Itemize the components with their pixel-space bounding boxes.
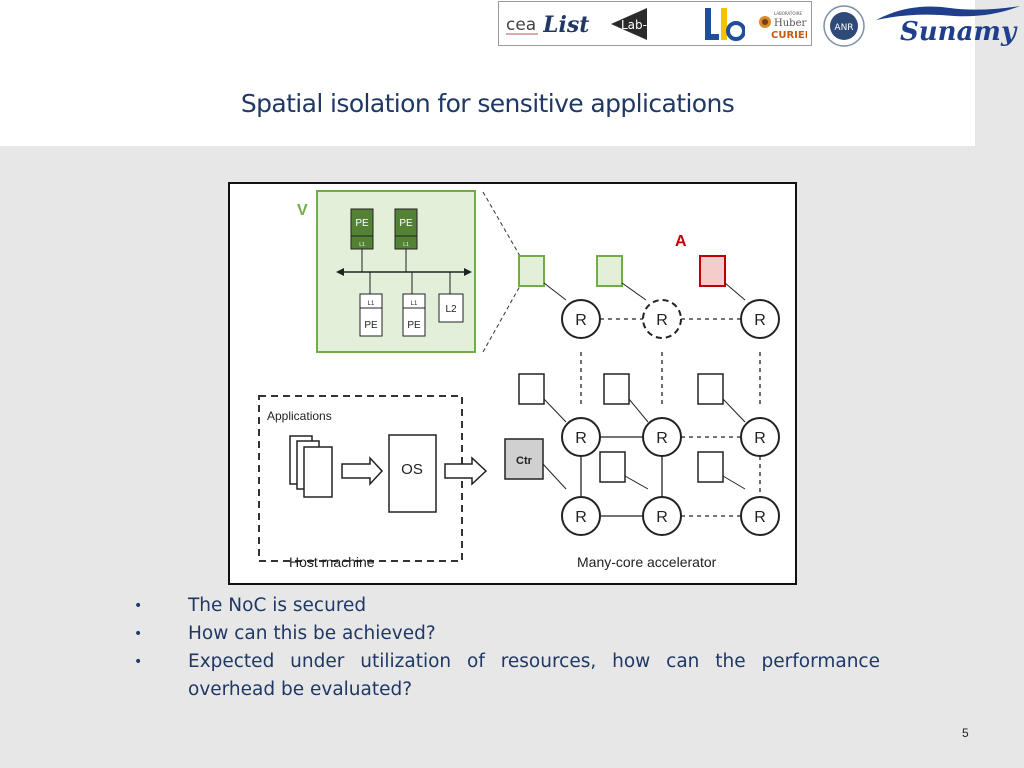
header-band xyxy=(0,0,975,146)
bullet-dot-icon: • xyxy=(134,626,143,642)
bullet-2: • How can this be achieved? xyxy=(134,620,880,648)
tile-4 xyxy=(697,373,724,405)
label-a: A xyxy=(675,233,687,250)
tile-red-attacker xyxy=(699,255,726,287)
host-machine-label: Host machine xyxy=(289,554,375,570)
svg-text:L1: L1 xyxy=(359,242,365,248)
zoom-line-top xyxy=(482,191,521,257)
router-node xyxy=(740,299,780,339)
page-title: Spatial isolation for sensitive applicat… xyxy=(240,89,735,118)
pe-bottom-1: L1 PE xyxy=(359,293,383,337)
svg-text:L1: L1 xyxy=(368,301,375,307)
label-v: V xyxy=(297,202,308,219)
controller-tile: Ctr xyxy=(504,438,544,480)
router-node xyxy=(561,496,601,536)
svg-text:OS: OS xyxy=(401,461,423,478)
sunamy-logo: Sunamy xyxy=(870,2,1024,50)
svg-text:L1: L1 xyxy=(411,301,418,307)
router-node xyxy=(561,299,601,339)
tile-green-1 xyxy=(518,255,545,287)
router-label: R xyxy=(656,509,668,526)
router-label: R xyxy=(754,430,766,447)
cea-logo-text: cea xyxy=(506,15,536,35)
page-number: 5 xyxy=(962,726,969,740)
router-node xyxy=(642,417,682,457)
hubert-curien-text: CURIEN xyxy=(771,30,807,41)
arrow-os-to-ctr xyxy=(444,456,488,486)
cea-logo: cea xyxy=(505,6,539,42)
router-node xyxy=(561,417,601,457)
labsticc-logo-text: Lab-STICC xyxy=(621,18,682,32)
l2-cache: L2 xyxy=(438,293,464,323)
router-label: R xyxy=(575,312,587,329)
svg-text:PE: PE xyxy=(355,218,369,229)
router-label: R xyxy=(754,509,766,526)
bullet-3: • Expected under utilization of resources… xyxy=(134,648,880,704)
svg-text:PE: PE xyxy=(407,320,421,331)
tile-2 xyxy=(518,373,545,405)
bullet-1: • The NoC is secured xyxy=(134,592,880,620)
arrow-apps-to-os xyxy=(341,456,384,486)
applications-label: Applications xyxy=(267,409,332,423)
zoom-line-bottom xyxy=(482,285,521,353)
pe-bottom-2: L1 PE xyxy=(402,293,426,337)
router-node xyxy=(740,496,780,536)
anr-logo: ANR xyxy=(822,4,866,48)
hubert-small-text: LABORATOIRE xyxy=(774,11,802,16)
tile-3 xyxy=(603,373,630,405)
bullet-2-text: How can this be achieved? xyxy=(188,623,436,644)
host-machine-box xyxy=(258,395,463,562)
router-label: R xyxy=(575,509,587,526)
router-label: R xyxy=(656,312,668,329)
applications-icon xyxy=(289,435,333,498)
svg-text:L2: L2 xyxy=(445,304,457,315)
router-label: R xyxy=(754,312,766,329)
right-strip xyxy=(975,0,1024,768)
router-node xyxy=(740,417,780,457)
os-block: OS xyxy=(388,434,437,513)
svg-text:PE: PE xyxy=(399,218,413,229)
pe-top-2: PE L1 xyxy=(394,208,418,250)
many-core-accelerator-label: Many-core accelerator xyxy=(577,554,717,570)
anr-logo-text: ANR xyxy=(834,23,853,33)
lip6-logo-text: LIP6 xyxy=(703,42,708,44)
hubert-name-text: Hubert xyxy=(774,18,807,29)
sunamy-logo-text: Sunamy xyxy=(900,17,1018,47)
list-logo: List xyxy=(542,6,593,42)
svg-text:PE: PE xyxy=(364,320,378,331)
list-logo-text: List xyxy=(543,12,589,38)
bullet-3-text: Expected under utilization of resources,… xyxy=(188,651,880,700)
router-label: R xyxy=(656,430,668,447)
tile-6 xyxy=(697,451,724,483)
hubert-curien-logo: LABORATOIRE Hubert CURIEN xyxy=(757,6,813,42)
noc-architecture-figure: V PE L1 PE L1 L1 PE L1 PE L2 A xyxy=(228,182,797,585)
pe-top-1: PE L1 xyxy=(350,208,374,250)
svg-text:Ctr: Ctr xyxy=(516,455,533,467)
bullet-dot-icon: • xyxy=(134,598,143,614)
bullet-dot-icon: • xyxy=(134,654,143,670)
svg-text:L1: L1 xyxy=(403,242,409,248)
router-node xyxy=(642,496,682,536)
lip6-logo: LIP6 xyxy=(703,6,746,44)
bullet-list: • The NoC is secured • How can this be ach… xyxy=(134,592,880,704)
bullet-1-text: The NoC is secured xyxy=(188,595,367,616)
tile-5 xyxy=(599,451,626,483)
tile-green-2 xyxy=(596,255,623,287)
router-node xyxy=(642,299,682,339)
router-label: R xyxy=(575,430,587,447)
partner-logos: cea List Lab-STICC LIP6 LABORATOIRE Hube… xyxy=(498,1,813,46)
labsticc-logo: Lab-STICC xyxy=(611,6,693,42)
